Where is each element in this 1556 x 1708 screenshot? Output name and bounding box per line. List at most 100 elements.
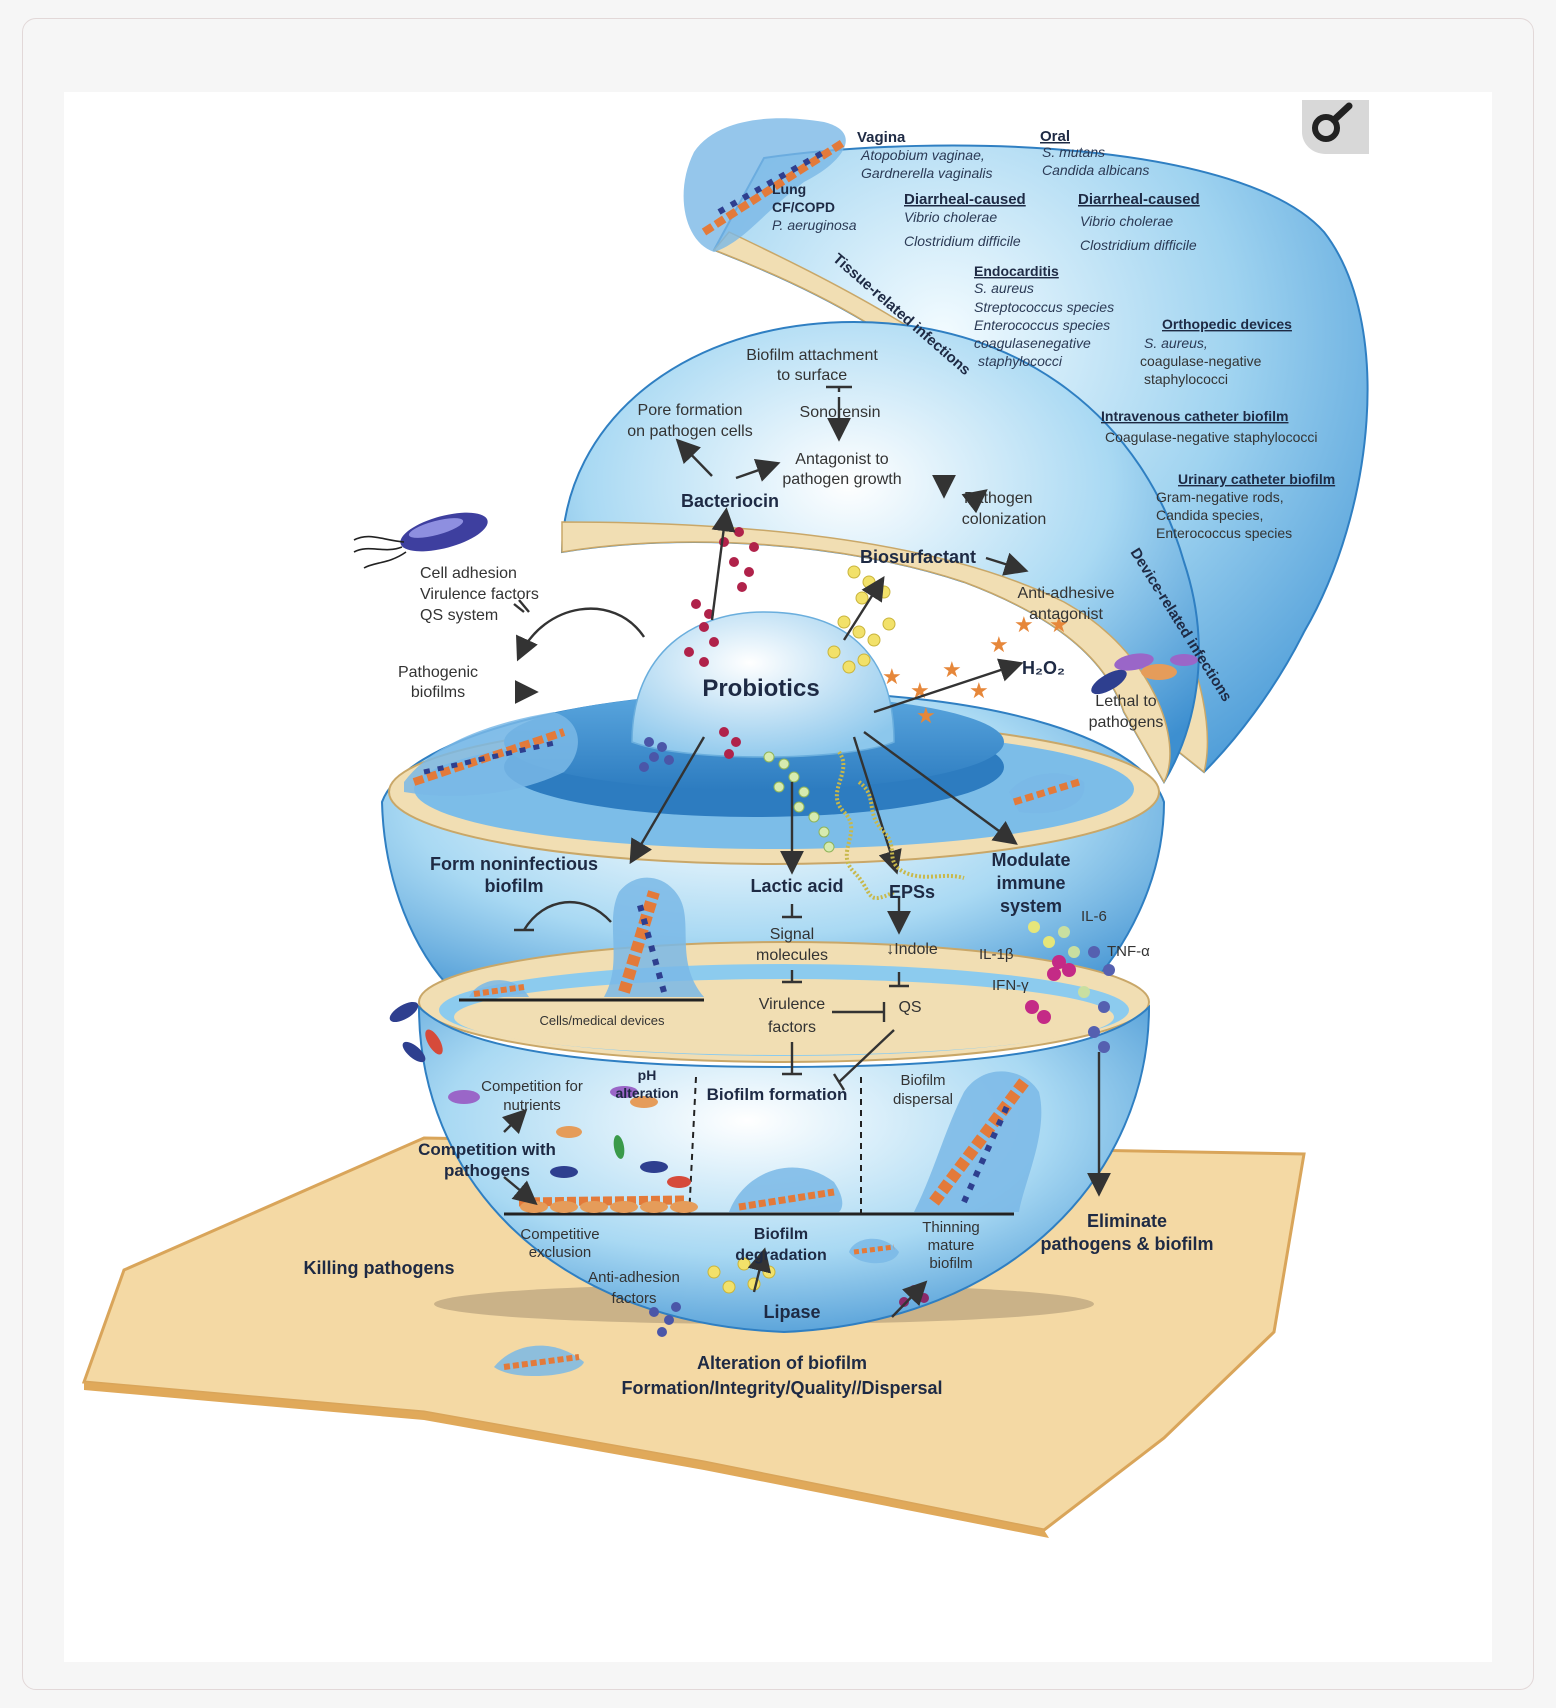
- endocarditis-l1: S. aureus: [974, 280, 1034, 296]
- lethal-l1: Lethal to: [1095, 693, 1156, 710]
- tnfa-label: TNF-α: [1107, 943, 1150, 960]
- virulence-factors-label: Virulence factors: [420, 586, 539, 603]
- urinary-l2: Candida species,: [1156, 507, 1263, 523]
- diarrheal-b-l1: Vibrio cholerae: [1080, 213, 1173, 229]
- thinning-l2: mature: [928, 1237, 975, 1254]
- dispersal-l2: dispersal: [893, 1091, 953, 1108]
- bacterium-icon: [353, 512, 488, 569]
- diarrheal-a-l2: Clostridium difficile: [904, 233, 1021, 249]
- exclusion-l2: exclusion: [529, 1244, 592, 1261]
- endocarditis-l5: staphylococci: [978, 353, 1063, 369]
- virulence-l2: factors: [768, 1019, 816, 1036]
- biofilm-dispersal-tower: [914, 1071, 1042, 1212]
- antagonist-l2: pathogen growth: [782, 471, 901, 488]
- endocarditis-title: Endocarditis: [974, 263, 1059, 279]
- biofilm-blob-top: [683, 118, 847, 252]
- cell-row: [520, 1201, 698, 1213]
- iv-catheter-title: Intravenous catheter biofilm: [1101, 408, 1288, 424]
- endocarditis-l4: coagulasenegative: [974, 335, 1091, 351]
- eliminate-l2: pathogens & biofilm: [1041, 1234, 1214, 1254]
- diarrheal-a-l1: Vibrio cholerae: [904, 209, 997, 225]
- vagina-l1: Atopobium vaginae,: [860, 147, 985, 163]
- modulate-l2: immune: [996, 873, 1065, 893]
- svg-text:★: ★: [882, 665, 902, 690]
- eliminate-l1: Eliminate: [1087, 1211, 1167, 1231]
- thinning-l3: biofilm: [929, 1255, 972, 1272]
- ph-l1: pH: [638, 1067, 657, 1083]
- oral-l1: S. mutans: [1042, 144, 1105, 160]
- thinning-l1: Thinning: [922, 1219, 980, 1236]
- svg-text:★: ★: [1049, 613, 1069, 638]
- pore-l1: Pore formation: [638, 402, 743, 419]
- modulate-l3: system: [1000, 896, 1062, 916]
- exclusion-l1: Competitive: [520, 1226, 599, 1243]
- biofilm-blob-left: [404, 712, 578, 796]
- biofilm-center-mound: [729, 1167, 843, 1212]
- upper-shell-rim: [561, 521, 1171, 784]
- killing-pathogens-label: Killing pathogens: [304, 1258, 455, 1278]
- lung-l1: CF/COPD: [772, 199, 835, 215]
- attach-l2: to surface: [777, 367, 847, 384]
- pathogenic-l2: biofilms: [411, 684, 465, 701]
- indole-label: ↓Indole: [886, 941, 938, 958]
- biosurfactant-label: Biosurfactant: [860, 547, 976, 567]
- lung-title: Lung: [772, 181, 806, 197]
- vagina-l2: Gardnerella vaginalis: [861, 165, 993, 181]
- attach-l1: Biofilm attachment: [746, 347, 878, 364]
- diarrheal-b-title: Diarrheal-caused: [1078, 191, 1200, 208]
- modulate-l1: Modulate: [992, 850, 1071, 870]
- orthopedic-title: Orthopedic devices: [1162, 316, 1292, 332]
- svg-text:★: ★: [942, 658, 962, 683]
- qs-label: QS: [898, 999, 921, 1016]
- biofilm-degradation: [849, 1238, 899, 1264]
- bacteria-group: [389, 653, 1198, 1188]
- signal-l1: Signal: [770, 926, 814, 943]
- il6-label: IL-6: [1081, 908, 1107, 925]
- biosurfactant-particles: [707, 565, 896, 1294]
- anti-adhesion-l1: Anti-adhesion: [588, 1269, 680, 1286]
- svg-text:★: ★: [969, 679, 989, 704]
- diarrheal-b-l2: Clostridium difficile: [1080, 237, 1197, 253]
- svg-text:★: ★: [1014, 613, 1034, 638]
- lactic-particles: [763, 751, 835, 853]
- eps-chain-2: [857, 780, 965, 880]
- sonorensin-label: Sonorensin: [800, 404, 881, 421]
- endocarditis-l2: Streptococcus species: [974, 299, 1114, 315]
- form-noninfectious-l2: biofilm: [485, 876, 544, 896]
- competition-pathogens-l2: pathogens: [444, 1161, 530, 1180]
- svg-text:★: ★: [989, 633, 1009, 658]
- h2o2-label: H₂O₂: [1022, 658, 1065, 678]
- qs-system-label: QS system: [420, 607, 498, 624]
- anti-adhesive-l2: antagonist: [1029, 606, 1103, 623]
- diarrheal-a-title: Diarrheal-caused: [904, 191, 1026, 208]
- vagina-title: Vagina: [857, 129, 906, 146]
- biofilm-flat: [518, 1195, 685, 1207]
- competition-nutrients-l1: Competition for: [481, 1078, 583, 1095]
- colonization-l1: Pathogen: [964, 490, 1033, 507]
- biofilm-ground: [494, 1345, 584, 1377]
- magnifier-icon[interactable]: [1302, 100, 1369, 154]
- dispersal-l1: Biofilm: [900, 1072, 945, 1089]
- biofilm-blob-right: [1009, 773, 1085, 814]
- urinary-title: Urinary catheter biofilm: [1178, 471, 1335, 487]
- lung-l2: P. aeruginosa: [772, 217, 857, 233]
- probiotics-label: Probiotics: [702, 675, 819, 702]
- endocarditis-l3: Enterococcus species: [974, 317, 1110, 333]
- cell-adhesion-label: Cell adhesion: [420, 565, 517, 582]
- signal-l2: molecules: [756, 947, 828, 964]
- il1b-label: IL-1β: [979, 946, 1014, 963]
- degradation-l2: degradation: [735, 1247, 827, 1264]
- ph-l2: alteration: [615, 1085, 678, 1101]
- biofilm-tower: [604, 877, 704, 997]
- competition-pathogens-l1: Competition with: [418, 1140, 556, 1159]
- lipase-label: Lipase: [763, 1302, 820, 1322]
- virulence-l1: Virulence: [759, 996, 826, 1013]
- urinary-l1: Gram-negative rods,: [1156, 489, 1284, 505]
- oral-l2: Candida albicans: [1042, 162, 1149, 178]
- ifng-label: IFN-γ: [992, 977, 1029, 994]
- bacteriocin-label: Bacteriocin: [681, 491, 779, 511]
- divider-left: [688, 1076, 697, 1218]
- pore-l2: on pathogen cells: [627, 423, 752, 440]
- arrows: [501, 385, 1111, 1318]
- form-noninfectious-l1: Form noninfectious: [430, 854, 598, 874]
